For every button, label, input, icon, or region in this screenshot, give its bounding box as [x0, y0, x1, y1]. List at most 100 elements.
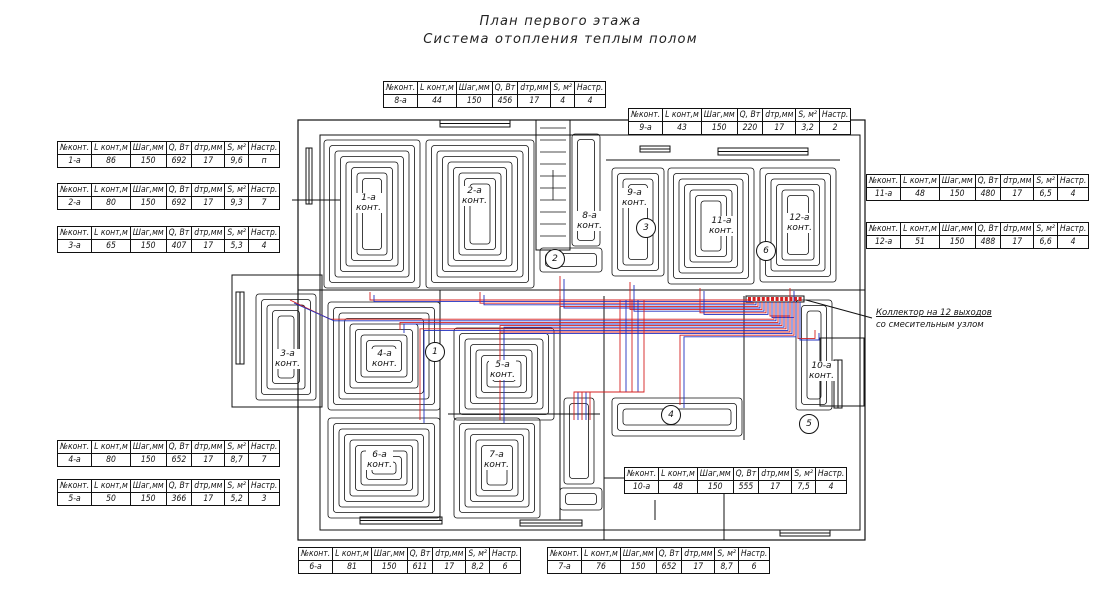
header-cell: S, м² [791, 467, 816, 481]
header-cell: L конт,м [900, 174, 940, 188]
value-cell: 17 [191, 453, 226, 467]
heating-coil-1 [334, 150, 410, 278]
header-cell: dтр,мм [191, 440, 226, 454]
header-cell: dтр,мм [681, 547, 716, 561]
header-cell: Настр. [1056, 222, 1090, 236]
header-cell: Шаг,мм [129, 183, 167, 197]
value-cell: 76 [581, 560, 621, 574]
header-cell: S, м² [224, 183, 249, 197]
return-pipe [503, 302, 793, 423]
header-cell: dтр,мм [1000, 174, 1035, 188]
header-cell: Шаг,мм [455, 81, 493, 95]
value-cell: 17 [191, 196, 226, 210]
header-cell: Настр. [247, 141, 281, 155]
building-inner-wall [319, 134, 861, 531]
value-cell: 9,6 [224, 154, 249, 168]
heating-coil-6 [355, 445, 413, 491]
header-cell: Настр. [818, 108, 852, 122]
value-cell: 17 [191, 492, 226, 506]
heating-coil-hall [563, 397, 595, 485]
header-cell: Шаг,мм [938, 222, 976, 236]
collector-outlet [771, 297, 774, 301]
room-number-2: 2 [545, 249, 565, 269]
value-cell: 80 [91, 453, 131, 467]
header-cell: S, м² [465, 547, 490, 561]
heating-coil-1 [345, 161, 399, 267]
room-number-4: 4 [661, 405, 681, 425]
header-cell: S, м² [224, 226, 249, 240]
header-cell: S, м² [1033, 174, 1058, 188]
collector-outlet [794, 297, 797, 301]
header-cell: S, м² [1033, 222, 1058, 236]
heating-coil-10 [795, 299, 833, 411]
heating-coil-2 [425, 139, 535, 289]
collector-outlet [757, 297, 761, 301]
value-cell: 150 [700, 121, 738, 135]
heating-coil-7b [559, 487, 603, 511]
value-cell: 5-а [56, 492, 93, 506]
value-cell: 51 [900, 235, 940, 249]
header-cell: №конт. [623, 467, 660, 481]
heating-coil-11 [684, 184, 738, 268]
return-pipe [563, 279, 761, 309]
header-cell: L конт,м [581, 547, 621, 561]
header-cell: dтр,мм [517, 81, 552, 95]
supply-pipe [629, 282, 763, 311]
heating-coil-3 [272, 310, 300, 384]
heating-coil-6 [338, 428, 430, 508]
supply-pipe [699, 288, 767, 314]
header-cell: Q, Вт [165, 479, 193, 493]
value-cell: 50 [91, 492, 131, 506]
header-cell: Q, Вт [406, 547, 434, 561]
return-pipe [633, 285, 765, 312]
header-cell: №конт. [56, 226, 93, 240]
header-cell: S, м² [714, 547, 739, 561]
value-cell: 150 [938, 235, 976, 249]
heating-coil-9 [617, 173, 659, 271]
value-cell: 3,2 [795, 121, 820, 135]
value-cell: 80 [91, 196, 131, 210]
value-cell: 7-а [546, 560, 583, 574]
value-cell: 7 [247, 196, 281, 210]
supply-pipe [679, 302, 795, 405]
value-cell: 1-а [56, 154, 93, 168]
supply-pipe [559, 276, 759, 307]
value-cell: 652 [655, 560, 683, 574]
heating-coil-3 [266, 304, 306, 390]
header-cell: Настр. [814, 467, 848, 481]
value-cell: 12-а [865, 235, 902, 249]
value-cell: 65 [91, 239, 131, 253]
heating-coil-6 [333, 423, 435, 513]
return-pipe [799, 302, 820, 341]
value-cell: 4 [550, 94, 575, 108]
value-cell: 5,3 [224, 239, 249, 253]
header-cell: Шаг,мм [938, 174, 976, 188]
header-cell: Шаг,мм [129, 479, 167, 493]
value-cell: 692 [165, 154, 193, 168]
header-cell: Шаг,мм [129, 226, 167, 240]
bay-outline [231, 274, 323, 408]
heating-coil-3 [277, 315, 295, 379]
heating-coil-1 [351, 167, 393, 261]
value-cell: 652 [165, 453, 193, 467]
header-cell: Q, Вт [655, 547, 683, 561]
header-cell: dтр,мм [191, 226, 226, 240]
